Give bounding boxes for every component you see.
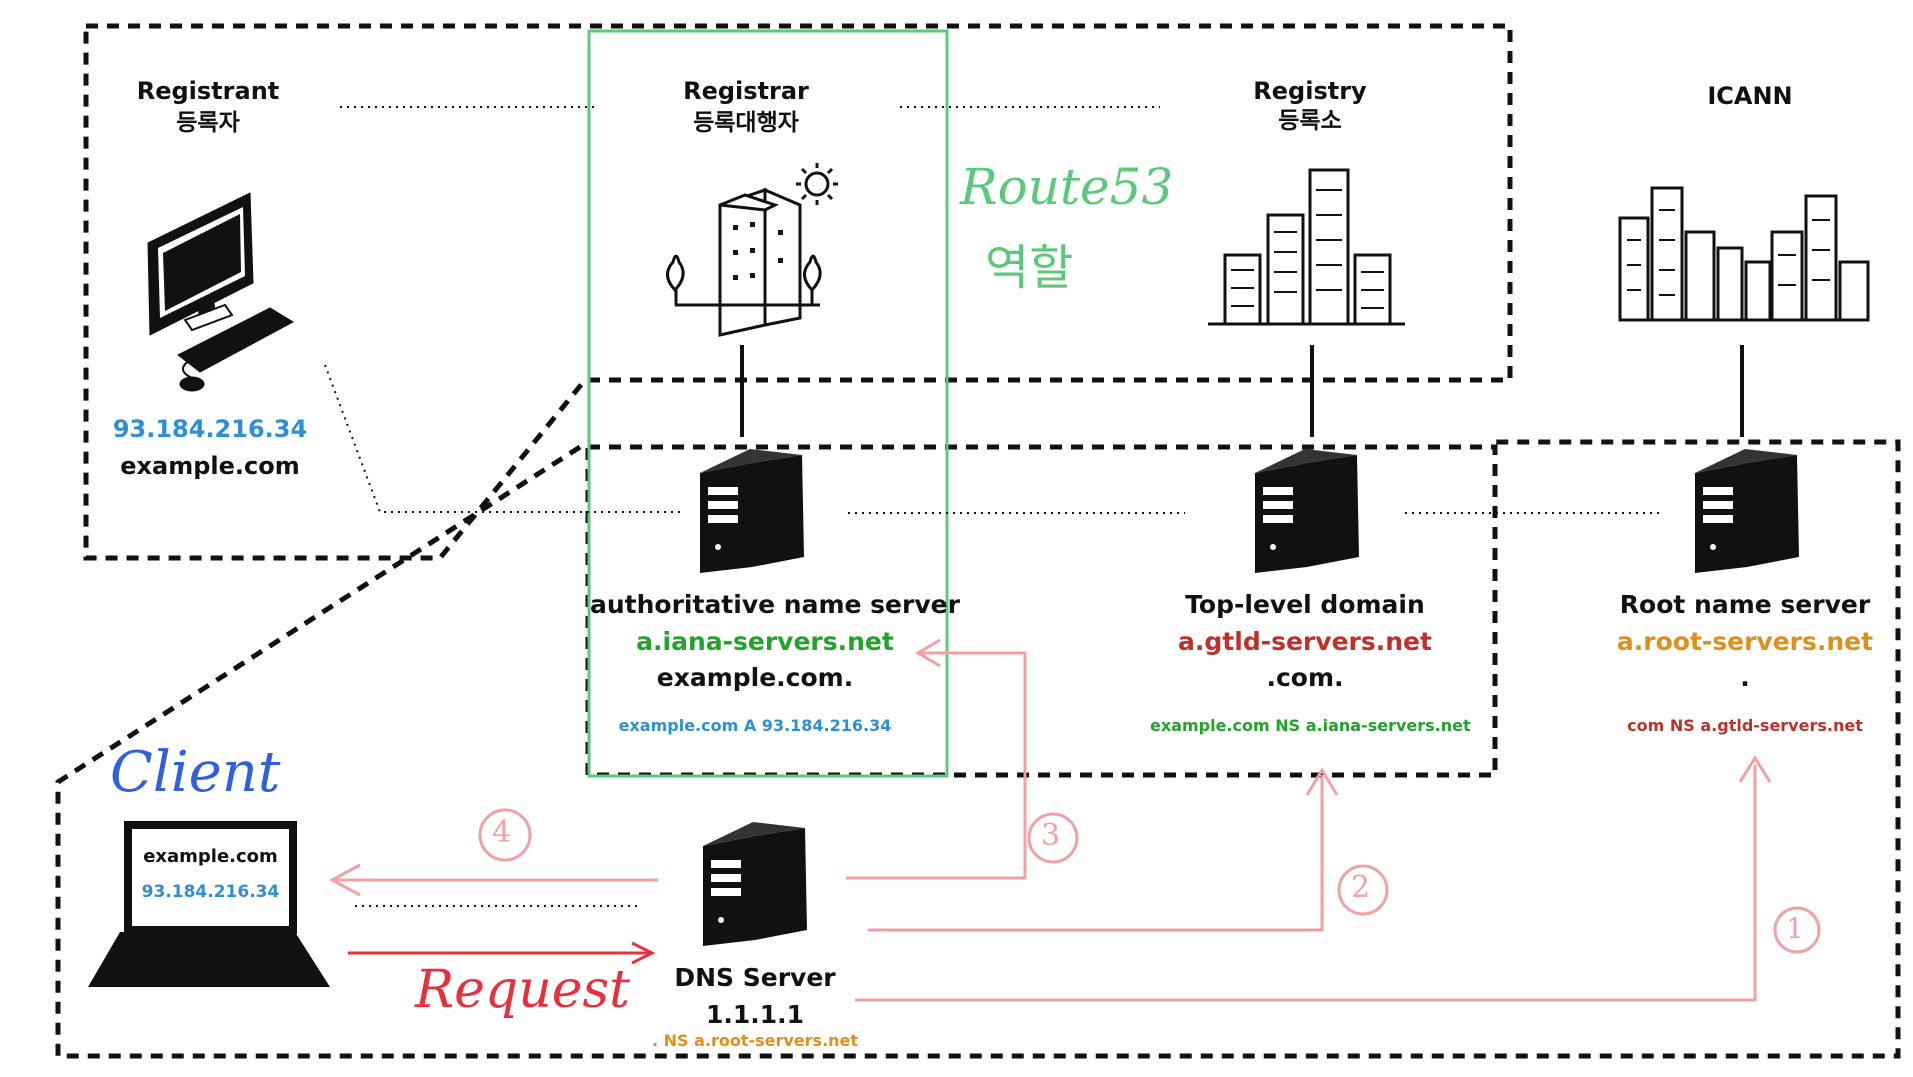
icann-skyline-icon <box>1618 186 1870 322</box>
registry-skyline-icon <box>1208 168 1405 326</box>
client-domain: example.com <box>143 846 278 867</box>
tld-server-host: a.gtld-servers.net <box>1178 627 1432 656</box>
desktop-computer-icon <box>147 192 295 392</box>
root-server-host: a.root-servers.net <box>1616 627 1874 656</box>
auth-server-name: authoritative name server <box>590 590 960 619</box>
request-annotation: Request <box>415 960 631 1020</box>
query-arrows <box>328 638 1772 1002</box>
arrow-step-2 <box>868 775 1324 932</box>
step-circles <box>478 808 1821 954</box>
registrar-building-icon <box>666 163 838 337</box>
dns-server-icon <box>703 822 807 946</box>
tld-server-record: example.com NS a.iana-servers.net <box>1150 716 1471 735</box>
top-boundary-dashed <box>83 23 1513 561</box>
route53-highlight-box <box>587 29 949 778</box>
registry-subtitle: 등록소 <box>1278 108 1342 134</box>
client-ip: 93.184.216.34 <box>141 882 280 902</box>
registrar-subtitle: 등록대행자 <box>693 110 799 136</box>
tld-server-zone: .com. <box>1266 663 1344 692</box>
icann-title: ICANN <box>1707 82 1793 110</box>
request-arrow <box>348 941 656 965</box>
solid-connectors <box>740 345 1744 437</box>
root-server-icon <box>1695 449 1799 573</box>
laptop-icon <box>88 821 330 987</box>
dotted-connectors <box>324 106 1662 907</box>
registrant-domain: example.com <box>120 452 300 480</box>
arrow-step-3 <box>846 651 1027 880</box>
root-server-zone: . <box>1740 663 1750 692</box>
route53-annotation: Route53 <box>960 158 1174 216</box>
registrar-title: Registrar <box>683 77 809 105</box>
dns-server-name: DNS Server <box>674 963 836 992</box>
registrant-subtitle: 등록자 <box>176 110 240 136</box>
bottom-boundary-dashed <box>55 439 1901 1059</box>
step-2-label: 2 <box>1351 870 1371 905</box>
step-3-label: 3 <box>1041 818 1061 853</box>
arrow-step-1 <box>855 765 1757 1002</box>
tld-server-icon <box>1255 449 1359 573</box>
auth-server-zone: example.com. <box>656 663 854 692</box>
auth-server-record: example.com A 93.184.216.34 <box>618 716 892 735</box>
client-annotation: Client <box>110 740 281 805</box>
step-4-label: 4 <box>492 815 512 850</box>
tld-server-name: Top-level domain <box>1185 590 1425 619</box>
registrant-ip: 93.184.216.34 <box>112 415 308 443</box>
dns-server-record: . NS a.root-servers.net <box>651 1031 859 1050</box>
root-server-name: Root name server <box>1619 590 1871 619</box>
auth-server-host: a.iana-servers.net <box>636 627 894 656</box>
registry-title: Registry <box>1253 77 1367 105</box>
root-server-record: com NS a.gtld-servers.net <box>1627 716 1863 735</box>
dns-server-ip: 1.1.1.1 <box>705 1000 805 1029</box>
role-annotation: 역할 <box>985 240 1074 296</box>
registrant-title: Registrant <box>136 77 280 105</box>
step-1-label: 1 <box>1786 912 1804 945</box>
auth-server-icon <box>700 449 804 573</box>
